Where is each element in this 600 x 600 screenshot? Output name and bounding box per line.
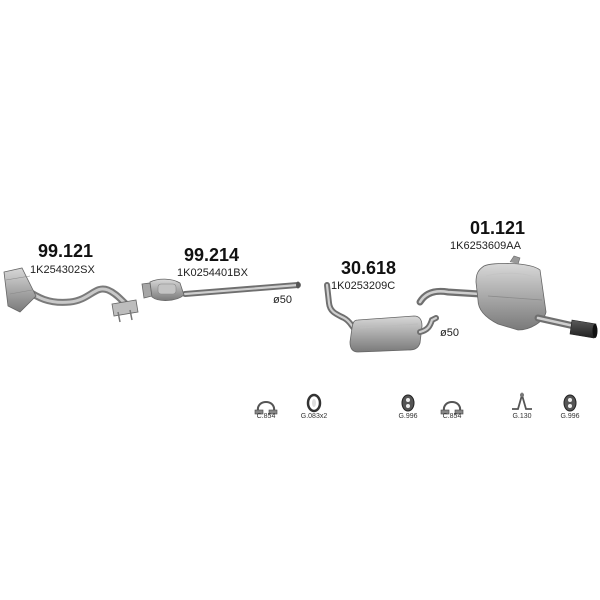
diameter-99-214: ø50 [273, 294, 292, 306]
part-number-30-618: 30.618 [341, 258, 397, 278]
rear-silencer [416, 255, 598, 339]
part-number-01-121: 01.121 [470, 218, 526, 238]
rubber-mount-icon [563, 394, 577, 412]
accessory-code: G.996 [398, 413, 418, 420]
part-number-99-121: 99.121 [38, 241, 94, 261]
oem-number-99-214: 1K0254401BX [177, 267, 248, 279]
clamp-icon [440, 401, 464, 415]
oem-number-99-121: 1K254302SX [30, 264, 95, 276]
diameter-30-618: ø50 [440, 327, 459, 339]
accessory-code: C.854 [442, 413, 462, 420]
accessory-code: G.130 [512, 413, 532, 420]
front-pipe-with-catalyst [3, 267, 139, 323]
rubber-mount-icon [401, 394, 415, 412]
oem-number-30-618: 1K0253209C [331, 280, 396, 292]
accessory-code: C.854 [256, 413, 276, 420]
accessory-code: G.996 [560, 413, 580, 420]
accessory-code: G.083x2 [300, 413, 328, 420]
part-number-99-214: 99.214 [184, 245, 240, 265]
clamp-icon [254, 401, 278, 415]
hanger-bracket-icon [512, 391, 532, 410]
rubber-ring-icon [306, 393, 322, 413]
catalyst-with-pipe [141, 278, 301, 301]
middle-silencer [324, 282, 439, 353]
oem-number-01-121: 1K6253609AA [450, 240, 521, 252]
